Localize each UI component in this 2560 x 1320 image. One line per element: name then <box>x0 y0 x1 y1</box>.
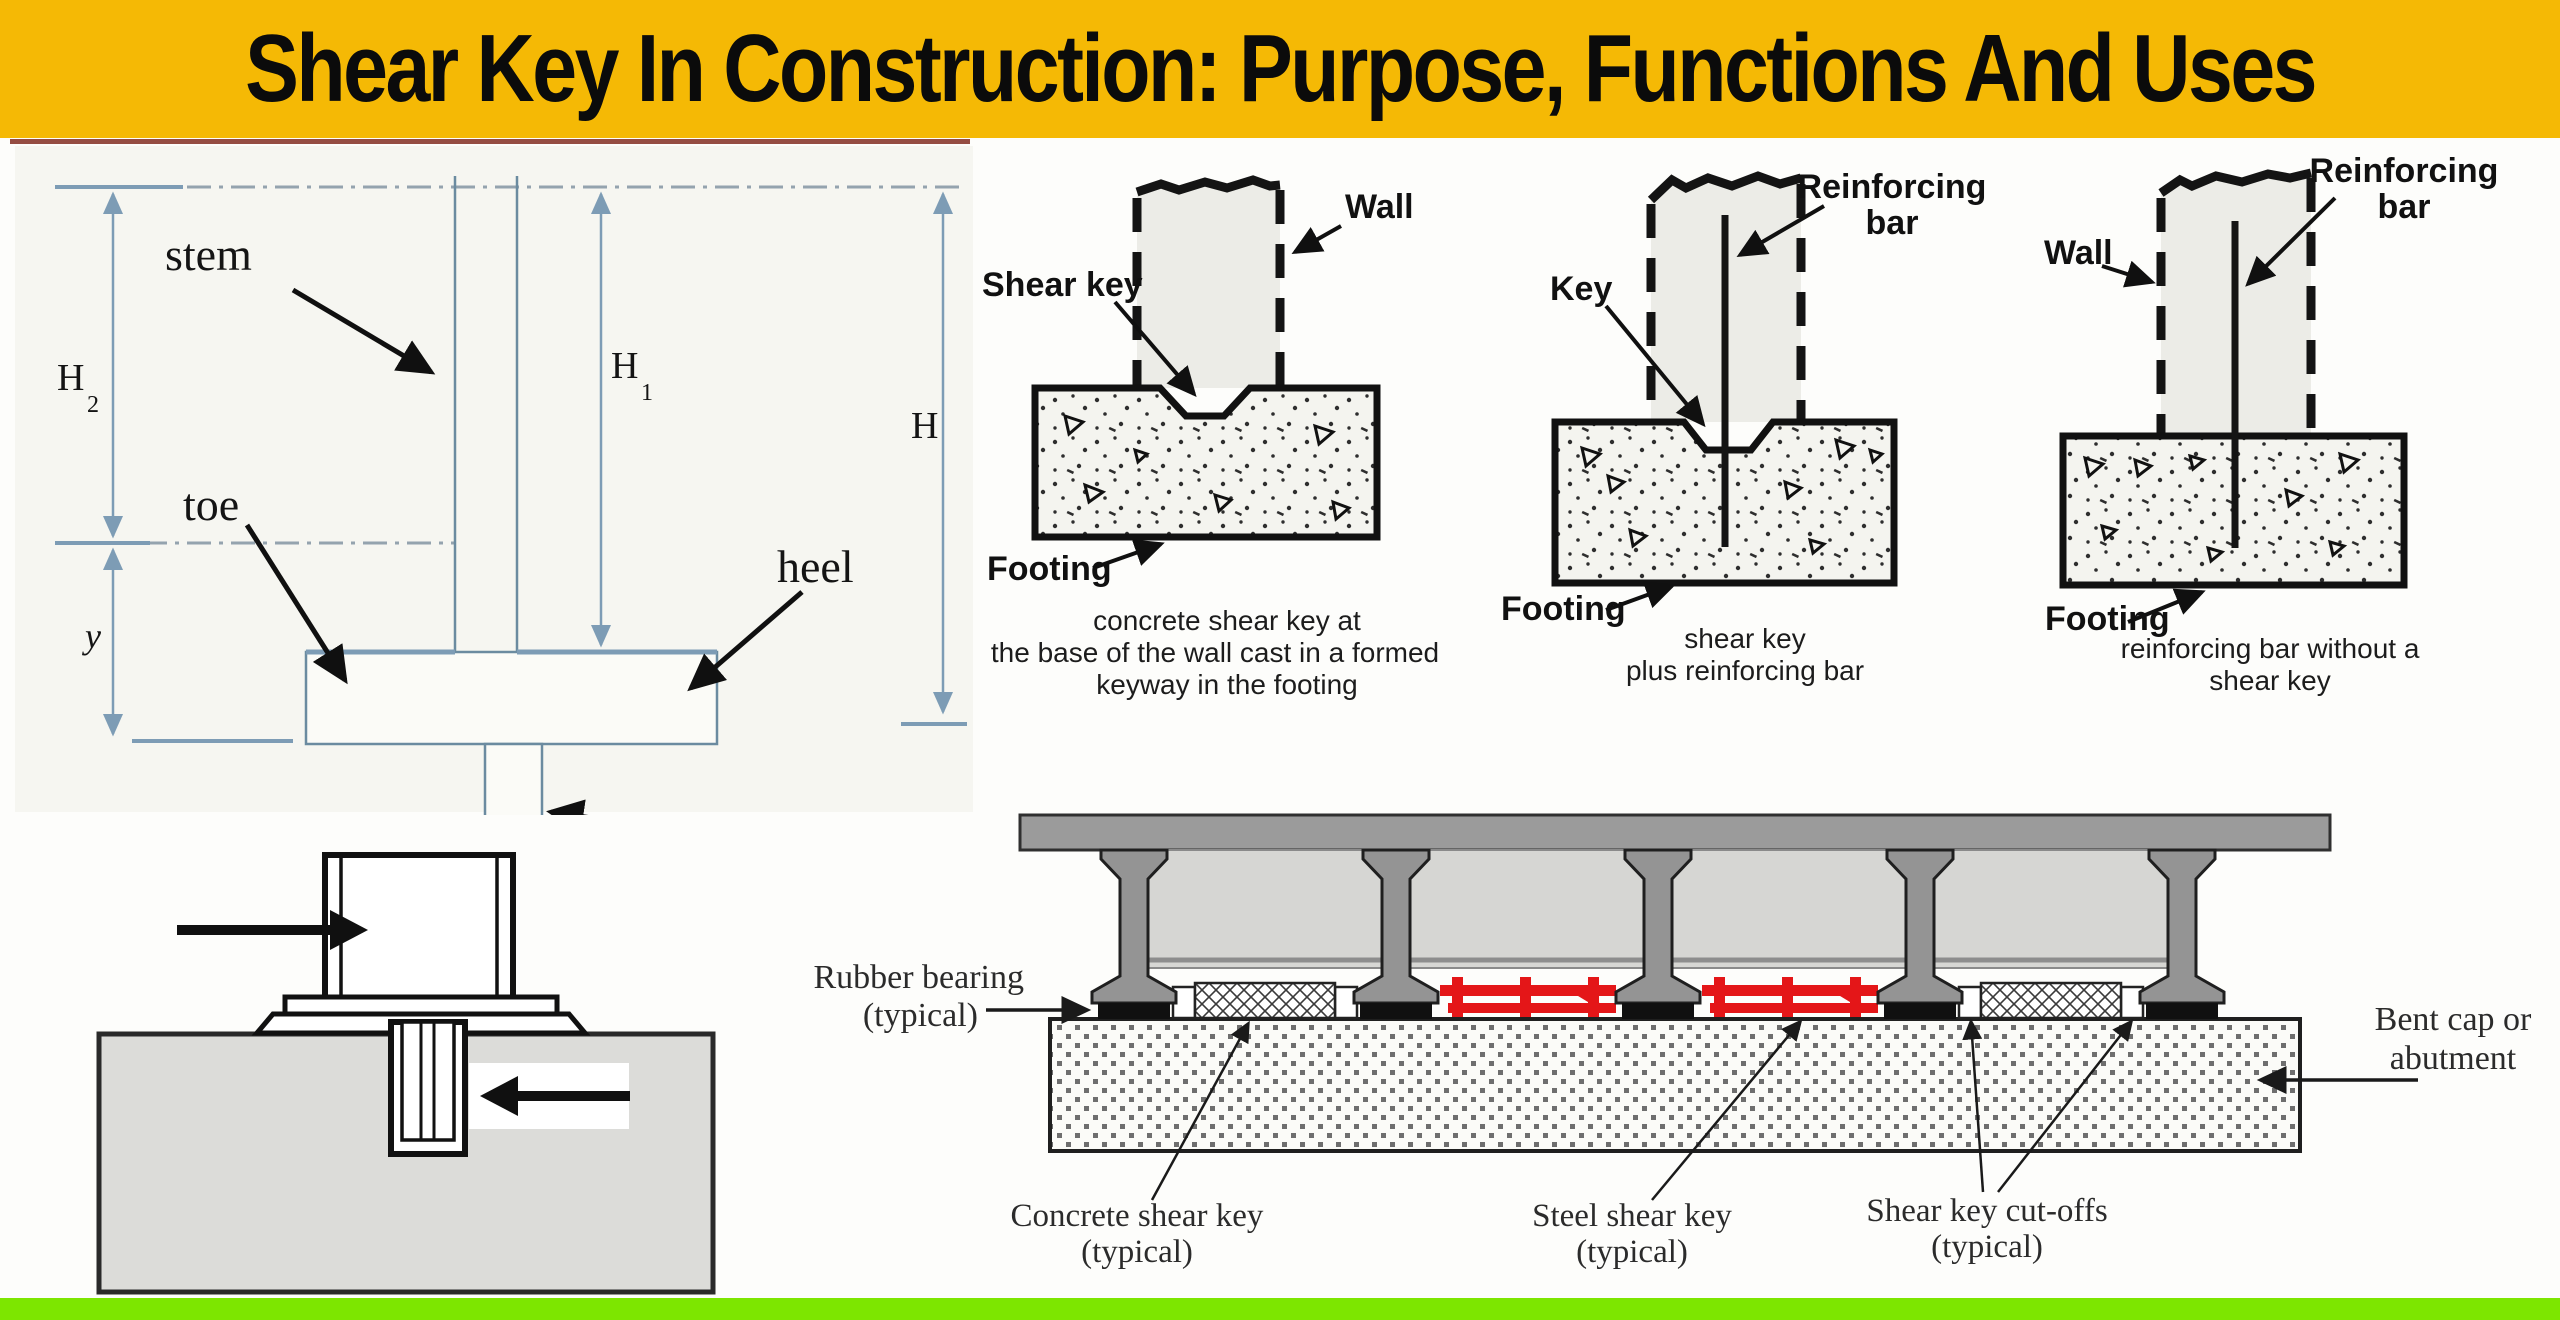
key-arrow <box>1604 304 1706 428</box>
h1-subscript: 1 <box>641 380 653 406</box>
wall-broken-top <box>1135 175 1281 197</box>
bridge-shear-key-diagram: Rubber bearing (typical) Bent cap or abu… <box>813 813 2532 1270</box>
concrete-key-label-1: Concrete shear key <box>1011 1198 1264 1234</box>
wall-broken-top <box>1647 171 1803 204</box>
reinforcing-bar-label-2: bar <box>2378 188 2431 226</box>
footing-label: Footing <box>2045 600 2170 638</box>
bent-cap-label-2: abutment <box>2390 1040 2517 1077</box>
cutoffs-label-1: Shear key cut-offs <box>1866 1193 2107 1229</box>
bent-cap-label-1: Bent cap or <box>2375 1001 2532 1038</box>
reinforcing-bar-arrow <box>1736 204 1826 258</box>
footing-arrow <box>1092 539 1165 570</box>
base-plate-upper <box>282 994 560 1017</box>
steel-key-leader <box>1651 1019 1803 1201</box>
reinforcing-bar-label-1: Reinforcing <box>1798 168 1987 206</box>
steel-shear-key-2 <box>1702 977 1878 1017</box>
girder <box>2138 848 2226 1019</box>
toe-label: toe <box>183 479 239 530</box>
rubber-bearing-label-2: (typical) <box>863 997 978 1034</box>
footing-diagram-key-plus-rebar: Key Reinforcing bar Footing shear key pl… <box>1501 168 1987 686</box>
banner-bottom-edge <box>10 139 970 144</box>
caption-line-2: shear key <box>2209 665 2330 696</box>
shear-force-arrow-right <box>469 1063 630 1129</box>
footing-arrow <box>1605 581 1676 612</box>
page-title: Shear Key In Construction: Purpose, Func… <box>245 15 2317 122</box>
shear-key-stub <box>483 742 544 815</box>
concrete-shear-key-2 <box>1957 981 2145 1020</box>
reinforcing-bar-arrow <box>2245 196 2337 287</box>
steel-shear-key-1 <box>1440 977 1616 1017</box>
footing-diagram-rebar-only: Reinforcing bar Wall Footing reinforcing… <box>2044 152 2499 696</box>
girder <box>1352 848 1440 1019</box>
wall-arrow <box>1291 224 1342 254</box>
caption-line-2: the base of the wall cast in a formed <box>991 637 1439 668</box>
bent-cap <box>1048 1017 2302 1153</box>
cutoff-leader-right <box>1997 1019 2134 1193</box>
concrete-shear-key-1 <box>1171 981 1359 1020</box>
wall-broken-top <box>2158 168 2313 197</box>
caption-line-3: keyway in the footing <box>1096 669 1358 700</box>
rubber-bearing-label-1: Rubber bearing <box>813 959 1024 996</box>
shear-key-arrow <box>1113 300 1197 398</box>
h2-label: H <box>57 357 84 399</box>
h2-subscript: 2 <box>87 392 99 418</box>
bridge-girders <box>1090 848 2226 1019</box>
girder <box>1090 848 1178 1019</box>
footing-label: Footing <box>987 550 1112 588</box>
wall-label: Wall <box>1345 188 1414 226</box>
footing-label: Footing <box>1501 590 1626 628</box>
reinforcing-bar-label-2: bar <box>1866 204 1919 242</box>
concrete-key-leader <box>1150 1020 1250 1201</box>
caption-line-1: shear key <box>1684 623 1805 654</box>
heel-arrow <box>687 590 804 692</box>
column-shear-key-diagram <box>96 852 716 1295</box>
bottom-green-bar <box>0 1298 2560 1320</box>
footing-diagram-concrete-key: Shear key Wall Footing concrete shear ke… <box>982 175 1439 700</box>
cutoff-leader-left <box>1962 1018 1985 1193</box>
wall-label: Wall <box>2044 234 2113 272</box>
girder <box>1876 848 1964 1019</box>
retaining-wall-diagram: stem toe heel shear key H 2 H 1 H y b <box>15 146 973 815</box>
heel-label: heel <box>777 541 854 592</box>
aggregate-triangles <box>1062 413 1352 522</box>
wall-arrow <box>2101 260 2156 288</box>
footing-arrow <box>2127 588 2206 624</box>
stem-arrow <box>291 287 436 375</box>
toe-arrow <box>244 523 348 685</box>
wall-fill <box>1137 180 1280 388</box>
aggregate-triangles <box>2082 451 2361 564</box>
steel-key-label-2: (typical) <box>1576 1234 1688 1270</box>
concrete-key-label-2: (typical) <box>1081 1234 1193 1270</box>
aggregate-triangles <box>1579 437 1885 556</box>
girder <box>1614 848 1702 1019</box>
caption-line-1: reinforcing bar without a <box>2121 633 2420 664</box>
cutoffs-label-2: (typical) <box>1931 1229 2043 1265</box>
stem-label: stem <box>165 229 252 280</box>
embedded-shear-key-inner <box>400 1020 456 1142</box>
footing-with-keyway <box>1031 384 1381 541</box>
steel-key-label-1: Steel shear key <box>1532 1198 1732 1234</box>
caption-line-2: plus reinforcing bar <box>1626 655 1864 686</box>
reinforcing-bar-label-1: Reinforcing <box>2310 152 2499 190</box>
shear-key-label: Shear key <box>982 266 1143 304</box>
shear-force-arrow-left <box>177 910 368 950</box>
bridge-deck-slab <box>1018 813 2332 852</box>
key-label: Key <box>1550 270 1612 308</box>
h-label: H <box>911 405 938 447</box>
h1-label: H <box>611 345 638 387</box>
footing-outline <box>304 650 719 746</box>
title-banner: Shear Key In Construction: Purpose, Func… <box>0 0 2560 138</box>
y-label: y <box>82 616 101 656</box>
caption-line-1: concrete shear key at <box>1093 605 1361 636</box>
